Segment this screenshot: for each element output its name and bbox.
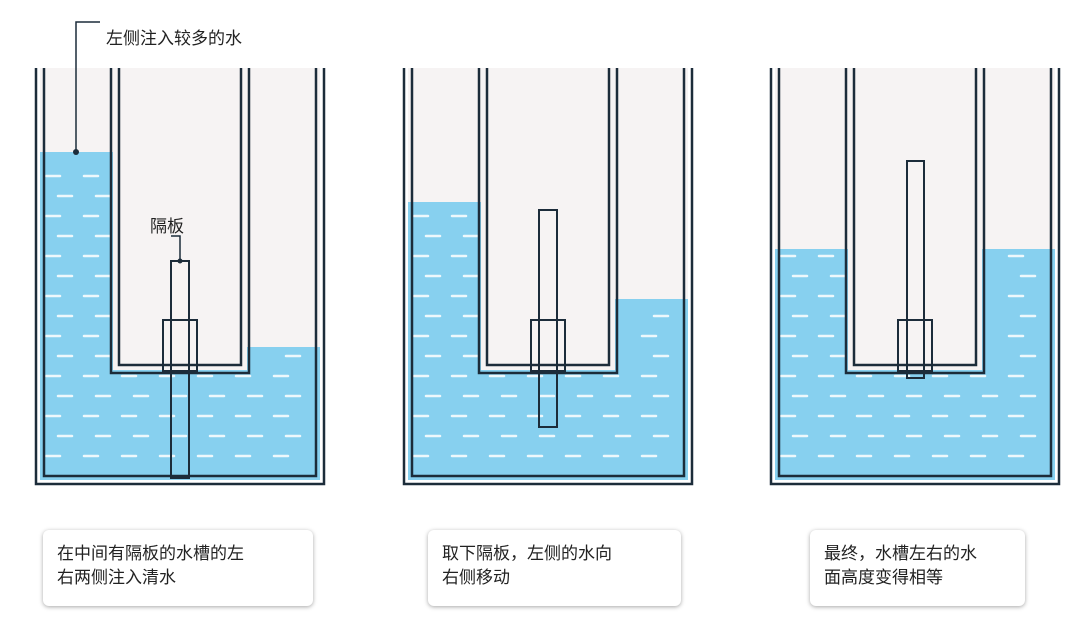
u-tube-diagram: 左侧注入较多的水 隔板 [34, 21, 1061, 486]
tank-2-partition [538, 209, 558, 428]
tank-3-partition-socket [897, 319, 933, 372]
left-water-label: 左侧注入较多的水 [106, 29, 242, 49]
caption-step-1-line-1: 在中间有隔板的水槽的左 [57, 544, 244, 564]
tank-1-outline [34, 68, 326, 486]
left-water-level-dot [73, 149, 79, 155]
caption-step-2: 取下隔板，左侧的水向 右侧移动 [428, 530, 681, 606]
tank-2-partition-socket [530, 319, 566, 372]
caption-step-3-line-2: 面高度变得相等 [824, 568, 943, 588]
partition-label: 隔板 [150, 217, 184, 237]
caption-step-3: 最终，水槽左右的水 面高度变得相等 [810, 530, 1025, 606]
tank-3-outline [769, 68, 1061, 486]
partition-dot [177, 258, 183, 264]
tank-3-inner-block [854, 68, 976, 370]
tank-2-inner-block [487, 68, 609, 370]
left-water-leader-line [75, 21, 100, 152]
caption-step-2-line-2: 右侧移动 [442, 568, 510, 588]
tank-3 [769, 68, 1061, 486]
caption-step-2-line-1: 取下隔板，左侧的水向 [442, 544, 612, 564]
tank-2 [402, 68, 694, 486]
tank-1-wave-lines [44, 174, 302, 458]
tank-1: 左侧注入较多的水 隔板 [34, 21, 326, 486]
partition-leader-line [171, 235, 181, 261]
tank-3-partition [906, 160, 925, 379]
caption-step-3-line-1: 最终，水槽左右的水 [824, 544, 977, 564]
tank-3-wave-lines [779, 254, 1037, 458]
caption-step-1-line-2: 右两侧注入清水 [57, 568, 176, 588]
tank-1-partition-socket [162, 319, 198, 372]
tank-3-bottom-water [775, 370, 1055, 480]
tank-1-bottom-water [40, 370, 320, 480]
tank-2-outline [402, 68, 694, 486]
tank-2-wave-lines [412, 214, 670, 458]
tank-2-bottom-water [408, 370, 688, 480]
caption-step-1: 在中间有隔板的水槽的左 右两侧注入清水 [43, 530, 313, 606]
